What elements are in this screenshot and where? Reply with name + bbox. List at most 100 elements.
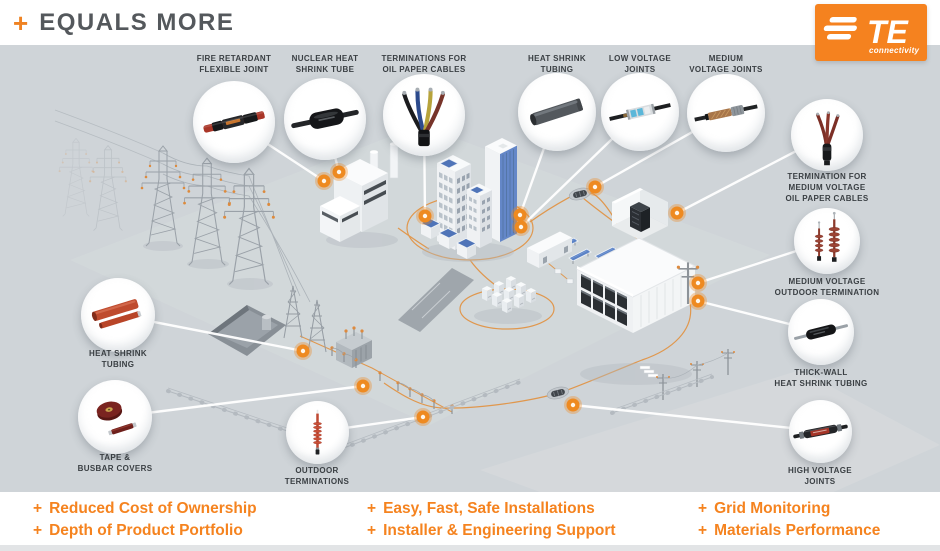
underground-vault xyxy=(208,305,286,356)
callout-medium-voltage-joints xyxy=(687,74,765,152)
bottom-strip xyxy=(0,545,940,551)
connection-markers xyxy=(294,163,707,426)
callout-label: FIRE RETARDANT FLEXIBLE JOINT xyxy=(196,54,272,74)
plus-icon: + xyxy=(33,500,43,517)
connection-marker xyxy=(354,377,372,395)
callout-heat-shrink-tubing-top xyxy=(518,73,596,151)
logo-stripe xyxy=(823,25,857,31)
logo-stripe xyxy=(826,34,852,40)
logo-brand-text: TE xyxy=(867,14,910,50)
callout-label: HEAT SHRINK TUBING xyxy=(528,54,586,74)
connection-marker xyxy=(689,274,707,292)
benefit-item: + Grid Monitoring xyxy=(698,498,880,520)
callout-tape-and-busbar-covers xyxy=(78,380,152,454)
benefit-text: Reduced Cost of Ownership xyxy=(49,500,257,517)
utility-pole xyxy=(720,348,736,376)
connection-marker xyxy=(668,204,686,222)
connection-marker xyxy=(416,207,434,225)
benefit-item: + Depth of Product Portfolio xyxy=(33,520,257,542)
red-heat-shrink-tubing-photo xyxy=(91,299,142,329)
connection-marker xyxy=(414,408,432,426)
connection-marker xyxy=(330,163,348,181)
callout-label: HIGH VOLTAGE JOINTS xyxy=(788,466,852,486)
plus-icon: + xyxy=(33,522,43,539)
equipment-room xyxy=(612,188,668,240)
callout-label: MEDIUM VOLTAGE JOINTS xyxy=(689,54,763,74)
callout-label: MEDIUM VOLTAGE OUTDOOR TERMINATION xyxy=(774,277,880,297)
callout-high-voltage-joints xyxy=(789,400,852,463)
callout-label: TAPE & BUSBAR COVERS xyxy=(77,453,153,473)
callout-label: TERMINATION FOR MEDIUM VOLTAGE OIL PAPER… xyxy=(785,172,869,203)
benefits-column-3: + Grid Monitoring +Materials Performance xyxy=(698,498,880,542)
callout-label: OUTDOOR TERMINATIONS xyxy=(284,466,350,486)
glass-tower xyxy=(485,138,517,242)
te-logo-graphic: TE connectivity xyxy=(823,14,920,55)
power-lines xyxy=(54,109,311,303)
callout-terminations-for-oil-paper-cables xyxy=(383,74,465,156)
callout-label: LOW VOLTAGE JOINTS xyxy=(608,54,672,74)
benefits-column-2: + Easy, Fast, Safe Installations + Install… xyxy=(367,498,616,542)
high-voltage-joint-photo xyxy=(793,424,848,439)
benefit-item: + Easy, Fast, Safe Installations xyxy=(367,498,616,520)
connection-marker xyxy=(511,206,529,224)
nuclear-heat-shrink-tube-photo xyxy=(291,108,359,129)
logo-stripe xyxy=(829,17,857,23)
plus-icon: + xyxy=(698,500,708,517)
callout-heat-shrink-tubing-left xyxy=(81,278,155,352)
benefit-item: +Materials Performance xyxy=(698,520,880,542)
callout-thick-wall-heat-shrink-tubing xyxy=(788,299,854,365)
benefit-text: Grid Monitoring xyxy=(714,500,831,517)
benefits-bar: + Reduced Cost of Ownership + Depth of Pro… xyxy=(0,492,940,545)
substation xyxy=(283,285,455,415)
benefit-text: Installer & Engineering Support xyxy=(383,522,616,539)
callout-label: NUCLEAR HEAT SHRINK TUBE xyxy=(291,54,359,74)
logo-tagline-text: connectivity xyxy=(869,46,920,55)
thick-wall-tubing-photo xyxy=(794,324,848,340)
plus-icon: + xyxy=(367,522,377,539)
plus-icon: + xyxy=(367,500,377,517)
benefit-item: + Installer & Engineering Support xyxy=(367,520,616,542)
connection-marker xyxy=(294,342,312,360)
callout-label: TERMINATIONS FOR OIL PAPER CABLES xyxy=(381,54,467,74)
callout-nuclear-heat-shrink-tube xyxy=(284,78,366,160)
outdoor-termination-photo xyxy=(313,409,322,455)
mv-oil-paper-termination-photo xyxy=(816,111,840,166)
container-building xyxy=(527,231,572,268)
medium-voltage-joint-photo xyxy=(694,104,758,122)
benefit-item: + Reduced Cost of Ownership xyxy=(33,498,257,520)
fire-retardant-flexible-joint-photo xyxy=(203,111,265,133)
tape-and-busbar-photo xyxy=(96,401,137,436)
heat-shrink-tube-photo xyxy=(530,98,584,126)
connection-marker xyxy=(315,172,333,190)
storage-hall xyxy=(575,237,697,378)
connection-marker xyxy=(564,396,582,414)
benefits-column-1: + Reduced Cost of Ownership + Depth of Pro… xyxy=(33,498,257,542)
benefit-text: Depth of Product Portfolio xyxy=(49,522,243,539)
callout-termination-mv-oil-paper xyxy=(791,99,863,171)
callout-outdoor-terminations xyxy=(286,401,349,464)
callout-fire-retardant-flexible-joint xyxy=(193,81,275,163)
plus-icon: + xyxy=(698,522,708,539)
mv-outdoor-termination-photo xyxy=(814,211,840,262)
callout-low-voltage-joints xyxy=(601,73,679,151)
callout-label: THICK-WALL HEAT SHRINK TUBING xyxy=(774,368,868,388)
header-plus-icon: + xyxy=(13,7,29,38)
road xyxy=(398,268,474,332)
page-title: EQUALS MORE xyxy=(39,8,235,36)
connection-marker xyxy=(512,218,530,236)
te-connectivity-logo: TE connectivity xyxy=(815,4,927,61)
connection-marker xyxy=(586,178,604,196)
ground-plateau xyxy=(70,125,770,425)
callout-label: HEAT SHRINK TUBING xyxy=(89,349,147,369)
low-voltage-joint-photo xyxy=(609,103,671,121)
oil-paper-cable-termination-photo xyxy=(402,87,445,147)
power-plant xyxy=(320,142,399,242)
header-bar: + EQUALS MORE xyxy=(0,0,940,45)
callout-mv-outdoor-termination xyxy=(794,208,860,274)
connection-marker xyxy=(689,292,707,310)
underground-joint xyxy=(545,384,571,402)
grid-cable-routes xyxy=(299,190,692,413)
benefit-text: Easy, Fast, Safe Installations xyxy=(383,500,595,517)
